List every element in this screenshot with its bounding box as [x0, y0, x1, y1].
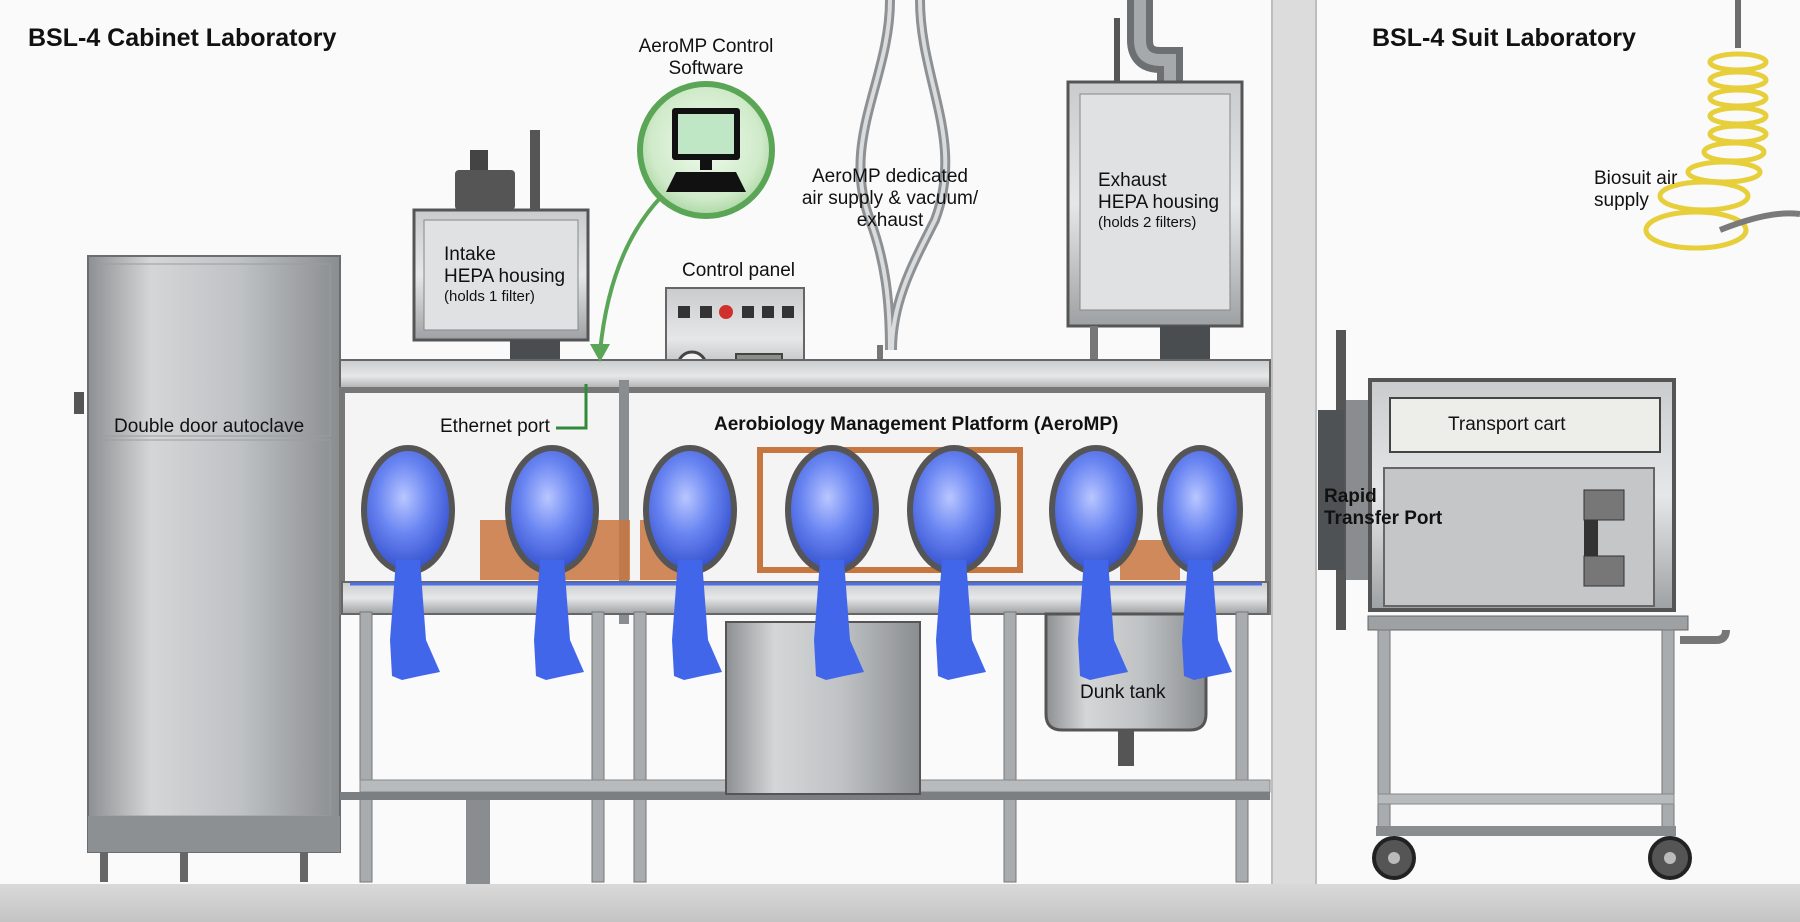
air-supply-label-line1: AeroMP dedicated: [812, 166, 968, 187]
intake-hepa-label-line3: (holds 1 filter): [444, 288, 535, 305]
transport-cart-label: Transport cart: [1448, 414, 1566, 435]
air-supply-label-line3: exhaust: [856, 210, 924, 231]
intake-hepa-label-line2: HEPA housing: [444, 266, 566, 287]
ethernet-port-label: Ethernet port: [440, 416, 550, 437]
biosuit-air-label: Biosuit air supply: [1594, 168, 1677, 212]
rapid-transfer-port-label-line2: Transfer Port: [1324, 508, 1443, 529]
control-software-icon: [637, 81, 775, 219]
intake-hepa-label-line1: Intake: [444, 244, 496, 265]
autoclave: [74, 255, 341, 882]
dividing-wall: [1272, 0, 1316, 884]
control-software-label: AeroMP Control Software: [616, 36, 796, 80]
dunk-tank-label: Dunk tank: [1080, 682, 1166, 703]
floor: [0, 884, 1800, 922]
control-software-label-line2: Software: [668, 58, 744, 79]
exhaust-hepa-housing: [1066, 18, 1244, 390]
rapid-transfer-port-label: Rapid Transfer Port: [1324, 486, 1442, 530]
software-arrow: [598, 194, 664, 353]
control-panel-label: Control panel: [682, 260, 796, 281]
suit-lab-title: BSL-4 Suit Laboratory: [1372, 24, 1636, 52]
exhaust-hepa-label: Exhaust HEPA housing (holds 2 filters): [1098, 170, 1219, 232]
transport-cart: [1367, 378, 1730, 880]
air-supply-label: AeroMP dedicated air supply & vacuum/ ex…: [790, 166, 990, 232]
air-supply-label-line2: air supply & vacuum/: [801, 188, 979, 209]
glove-ports: [361, 445, 1243, 575]
gloves: [390, 560, 1232, 680]
rapid-transfer-port: [1318, 330, 1370, 630]
exhaust-hepa-label-line2: HEPA housing: [1098, 192, 1220, 213]
cabinet-lab-title: BSL-4 Cabinet Laboratory: [28, 24, 337, 52]
ethernet-leader: [556, 384, 588, 430]
autoclave-label: Double door autoclave: [114, 416, 305, 437]
rapid-transfer-port-label-line1: Rapid: [1324, 486, 1377, 507]
biosuit-air-label-line1: Biosuit air: [1594, 168, 1678, 189]
exhaust-hepa-label-line3: (holds 2 filters): [1098, 214, 1197, 231]
biosuit-air-label-line2: supply: [1594, 190, 1649, 211]
control-software-label-line1: AeroMP Control: [638, 36, 774, 57]
intake-hepa-label: Intake HEPA housing (holds 1 filter): [444, 244, 565, 306]
exhaust-hepa-label-line1: Exhaust: [1098, 170, 1167, 191]
aeromp-label: Aerobiology Management Platform (AeroMP): [714, 414, 1119, 435]
biosuit-air-coil: [1643, 0, 1800, 251]
